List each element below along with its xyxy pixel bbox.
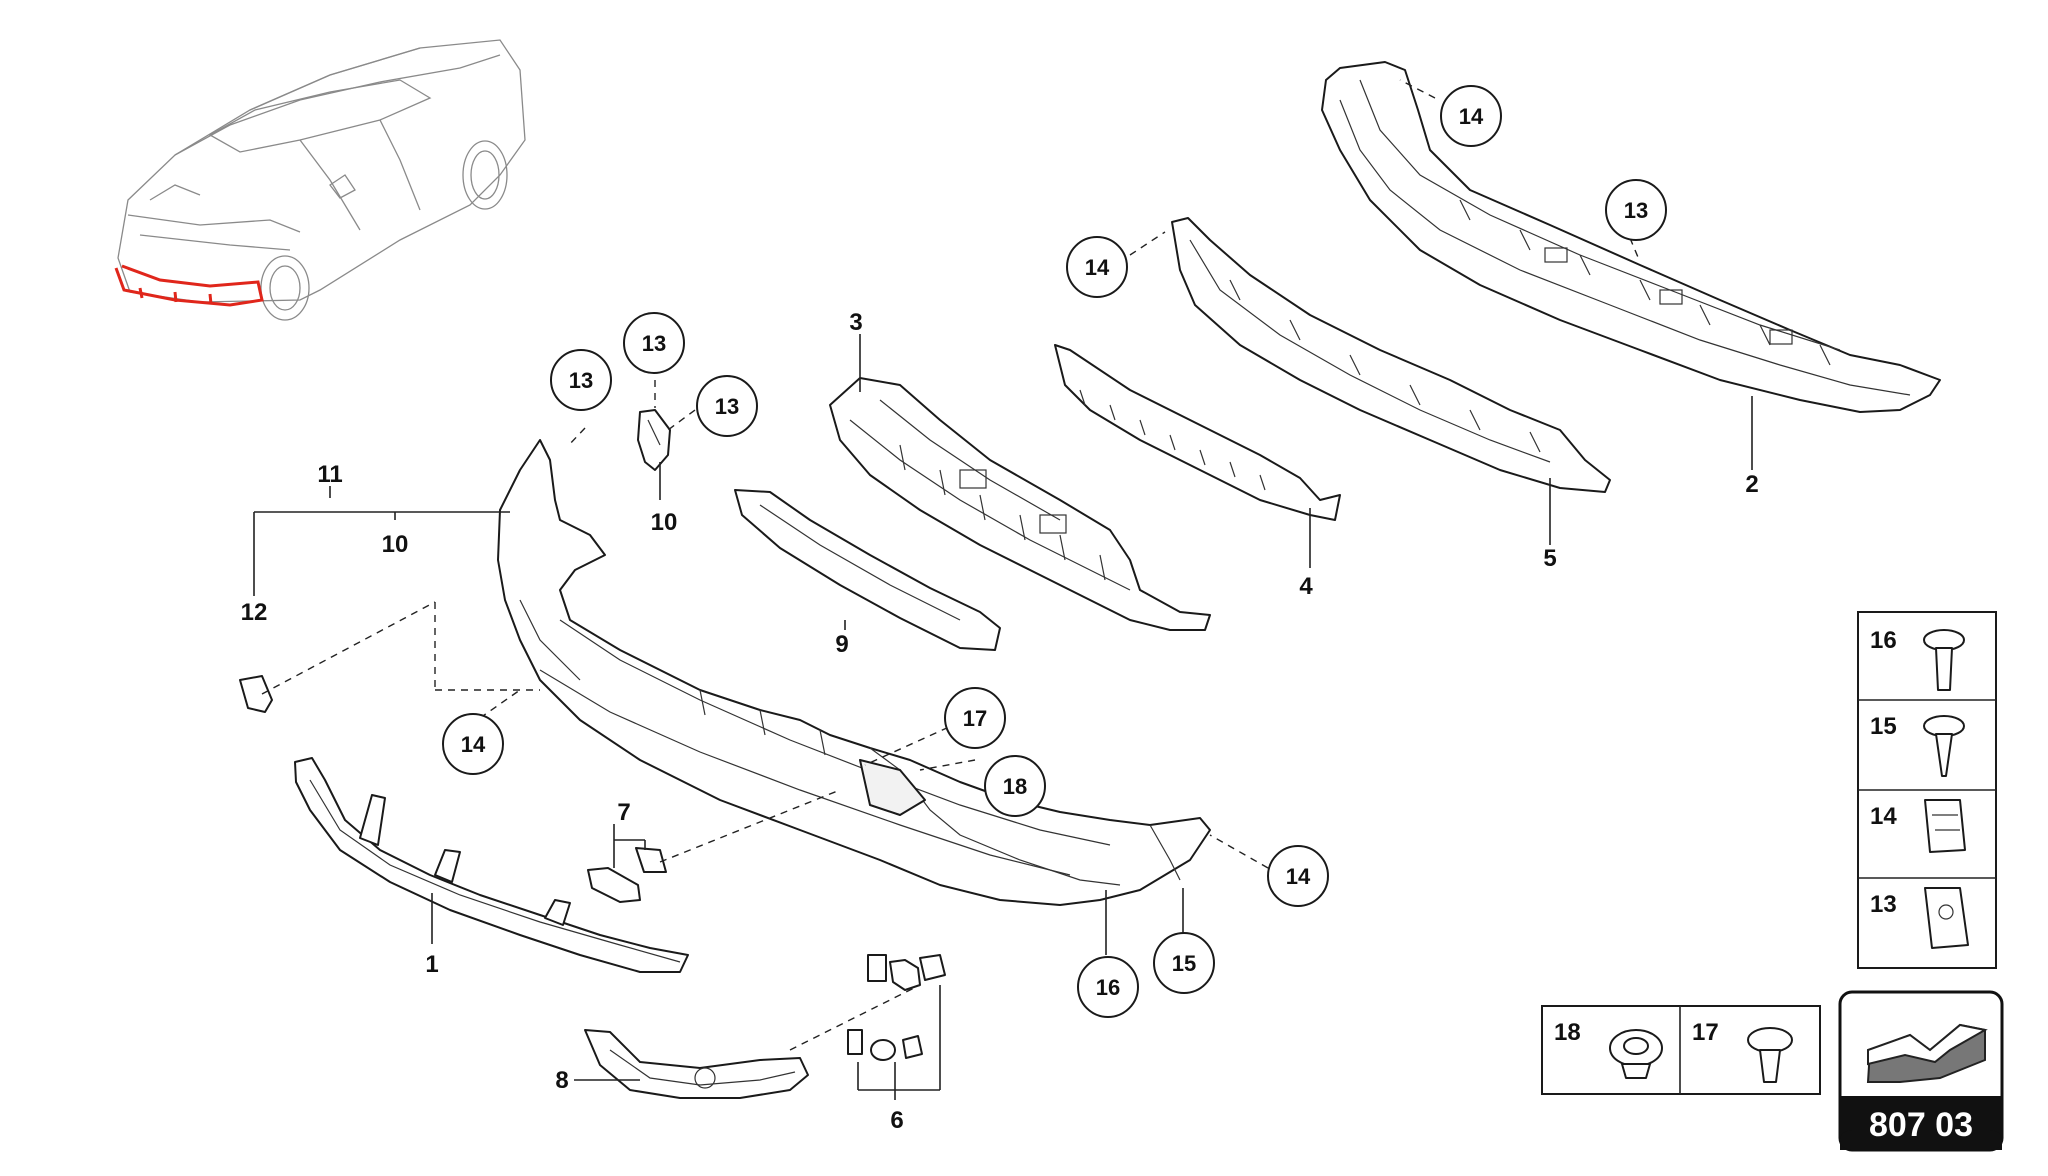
part-bracket-7 — [587, 847, 667, 903]
part-carrier-2 — [1321, 61, 1941, 413]
legend-label: 18 — [1554, 1019, 1581, 1046]
part-label: 10 — [382, 531, 409, 558]
clip-nut-icon — [1924, 887, 1969, 949]
part-label: 3 — [849, 309, 862, 336]
part-bracket-10 — [637, 409, 671, 471]
legend-label: 15 — [1870, 713, 1897, 740]
callout-label: 14 — [1459, 104, 1484, 129]
callout-label: 13 — [642, 331, 666, 356]
callout-label: 14 — [461, 732, 486, 757]
callout-label: 15 — [1172, 951, 1196, 976]
clip-nut-icon — [1924, 799, 1966, 853]
part-label: 5 — [1543, 545, 1556, 572]
part-grille-8 — [584, 1029, 809, 1099]
fastener-legend: 16 15 14 13 — [1857, 611, 1997, 969]
clip-legend: 18 17 — [1541, 1005, 1821, 1095]
part-label: 7 — [617, 799, 630, 826]
part-strip-4 — [1054, 344, 1341, 521]
vehicle-overview — [114, 39, 526, 321]
callout-label: 14 — [1286, 864, 1311, 889]
part-bracket-12 — [239, 675, 273, 713]
section-code-badge: 807 03 — [1838, 990, 2004, 1152]
section-code: 807 03 — [1869, 1106, 1973, 1144]
grommet-icon — [1609, 1029, 1663, 1079]
part-bracket-3 — [829, 377, 1211, 631]
highlighted-front-bumper — [114, 264, 264, 307]
screw-icon — [1923, 715, 1965, 777]
callout-label: 13 — [569, 368, 593, 393]
direction-arrow-icon — [1866, 1023, 1988, 1083]
part-label: 4 — [1299, 573, 1313, 600]
legend-label: 16 — [1870, 627, 1897, 654]
part-sensor-6 — [847, 954, 946, 1061]
part-label: 6 — [890, 1107, 903, 1134]
part-beam-9 — [734, 489, 1001, 651]
part-number-labels: 2 5 4 3 9 10 11 10 12 7 1 8 6 — [241, 309, 1759, 1134]
part-label: 10 — [651, 509, 678, 536]
leader-lines — [253, 79, 1753, 1100]
callout-circles: 14 13 14 13 13 13 14 17 18 14 16 15 — [442, 85, 1667, 1018]
bolt-icon — [1923, 629, 1965, 691]
callout-label: 18 — [1003, 774, 1027, 799]
bolt-icon — [1747, 1027, 1793, 1083]
part-label: 2 — [1745, 471, 1758, 498]
callout-label: 14 — [1085, 255, 1110, 280]
part-label: 11 — [317, 461, 342, 488]
callout-label: 13 — [1624, 198, 1648, 223]
part-absorber-5 — [1171, 217, 1611, 493]
legend-label: 13 — [1870, 891, 1897, 918]
legend-label: 17 — [1692, 1019, 1719, 1046]
part-label: 1 — [425, 951, 438, 978]
callout-label: 13 — [715, 394, 739, 419]
part-lower-lip-1 — [294, 757, 689, 973]
legend-label: 14 — [1870, 803, 1897, 830]
callout-label: 16 — [1096, 975, 1120, 1000]
part-label: 9 — [835, 631, 848, 658]
part-bumper-cover — [497, 439, 1211, 906]
part-label: 8 — [555, 1067, 568, 1094]
part-label: 12 — [241, 599, 268, 626]
callout-label: 17 — [963, 706, 987, 731]
